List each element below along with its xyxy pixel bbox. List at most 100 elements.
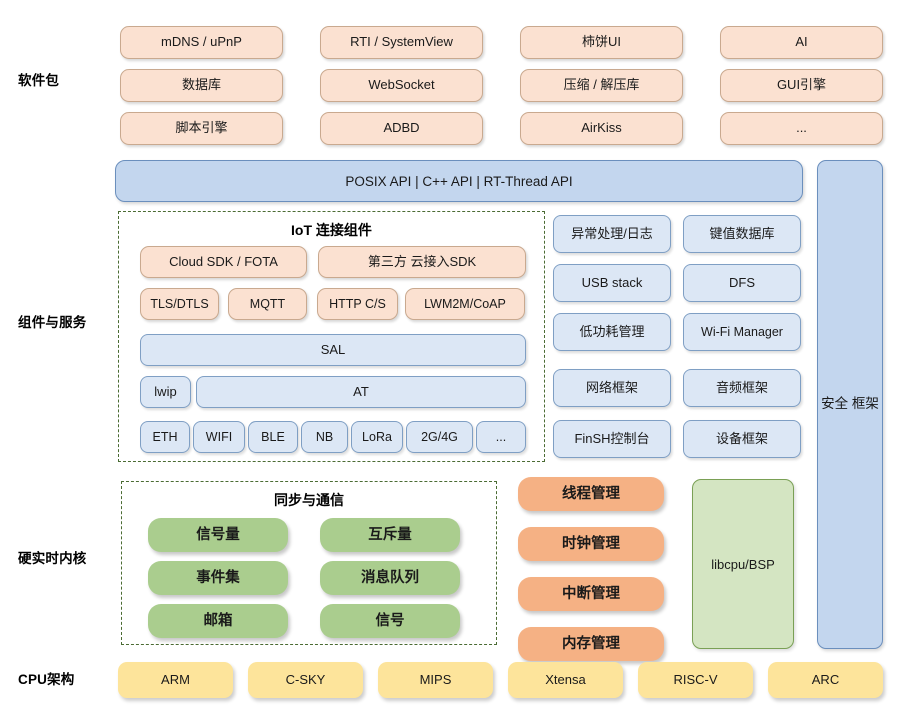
cpu-arch-box[interactable]: C-SKY [248,662,363,698]
kernel-manager-box[interactable]: 线程管理 [518,477,664,511]
box-label: LWM2M/CoAP [424,296,506,311]
api-bar[interactable]: POSIX API | C++ API | RT-Thread API [115,160,803,202]
package-box[interactable]: ADBD [320,112,483,145]
box-label: TLS/DTLS [150,296,209,311]
link-box[interactable]: LoRa [351,421,403,453]
link-box[interactable]: BLE [248,421,298,453]
link-box[interactable]: NB [301,421,348,453]
service-box[interactable]: 异常处理/日志 [553,215,671,253]
lwip-box[interactable]: lwip [140,376,191,408]
box-label: 时钟管理 [562,535,620,552]
service-box[interactable]: USB stack [553,264,671,302]
sal-box[interactable]: SAL [140,334,526,366]
kernel-manager-box[interactable]: 时钟管理 [518,527,664,561]
at-box[interactable]: AT [196,376,526,408]
package-box[interactable]: 脚本引擎 [120,112,283,145]
libcpu-bsp-column[interactable]: libcpu/BSP [692,479,794,649]
cpu-arch-box[interactable]: MIPS [378,662,493,698]
package-label: 数据库 [181,77,221,93]
box-label: MQTT [249,296,286,311]
link-box[interactable]: ... [476,421,526,453]
link-box[interactable]: ETH [140,421,190,453]
iot-protocol-box[interactable]: HTTP C/S [317,288,398,320]
box-label: MIPS [419,671,452,687]
sync-communication-group: 同步与通信 [121,481,497,645]
box-label: 信号 [375,612,405,629]
service-box[interactable]: FinSH控制台 [553,420,671,458]
cpu-arch-box[interactable]: Xtensa [508,662,623,698]
package-box[interactable]: 压缩 / 解压库 [520,69,683,102]
iot-cloud-sdk-box[interactable]: Cloud SDK / FOTA [140,246,307,278]
box-label: BLE [261,429,285,444]
box-label: C-SKY [285,671,326,687]
section-label-text: 组件与服务 [18,315,87,330]
package-label: ADBD [383,120,420,136]
iot-protocol-box[interactable]: TLS/DTLS [140,288,219,320]
link-box[interactable]: WIFI [193,421,245,453]
package-box[interactable]: 柿饼UI [520,26,683,59]
iot-protocol-box[interactable]: LWM2M/CoAP [405,288,525,320]
box-label: 低功耗管理 [579,323,645,339]
box-label: Wi-Fi Manager [701,324,783,339]
box-label: 邮箱 [203,612,233,629]
package-label: mDNS / uPnP [161,34,242,50]
box-label: 消息队列 [361,569,419,586]
section-label-text: 硬实时内核 [18,551,87,566]
box-label: 键值数据库 [709,225,775,241]
kernel-sync-box[interactable]: 信号 [320,604,460,638]
box-label: AT [353,383,369,399]
box-label: NB [315,429,334,444]
box-label: DFS [729,274,755,290]
box-label: 事件集 [196,569,240,586]
package-box[interactable]: AI [720,26,883,59]
section-label-components-services: 组件与服务 [18,310,114,332]
cpu-arch-box[interactable]: RISC-V [638,662,753,698]
package-label: AirKiss [581,120,622,136]
package-box[interactable]: AirKiss [520,112,683,145]
box-label: 内存管理 [562,635,620,652]
service-box[interactable]: Wi-Fi Manager [683,313,801,351]
package-label: AI [795,34,808,50]
service-box[interactable]: 音频框架 [683,369,801,407]
link-box[interactable]: 2G/4G [406,421,473,453]
kernel-sync-box[interactable]: 信号量 [148,518,288,552]
kernel-sync-box[interactable]: 互斥量 [320,518,460,552]
box-label: FinSH控制台 [574,430,650,446]
section-label-hard-realtime-kernel: 硬实时内核 [18,546,114,568]
box-label: 异常处理/日志 [571,225,653,241]
box-label: Cloud SDK / FOTA [169,253,278,269]
cpu-arch-box[interactable]: ARC [768,662,883,698]
kernel-sync-box[interactable]: 邮箱 [148,604,288,638]
service-box[interactable]: DFS [683,264,801,302]
package-box[interactable]: WebSocket [320,69,483,102]
service-box[interactable]: 网络框架 [553,369,671,407]
cpu-arch-box[interactable]: ARM [118,662,233,698]
section-label-cpu-architecture: CPU架构 [18,667,114,689]
iot-protocol-box[interactable]: MQTT [228,288,307,320]
kernel-sync-box[interactable]: 消息队列 [320,561,460,595]
package-label: RTI / SystemView [350,34,453,50]
box-label: 2G/4G [421,429,458,444]
box-label: 第三方 云接入SDK [367,253,477,269]
package-label: GUI引擎 [776,77,827,93]
kernel-manager-box[interactable]: 内存管理 [518,627,664,661]
service-box[interactable]: 低功耗管理 [553,313,671,351]
security-framework-column[interactable]: 安全 框架 [817,160,883,649]
box-label: 线程管理 [562,485,620,502]
box-label: SAL [320,341,346,357]
package-box[interactable]: mDNS / uPnP [120,26,283,59]
package-box[interactable]: GUI引擎 [720,69,883,102]
package-label: WebSocket [368,77,435,93]
package-box[interactable]: RTI / SystemView [320,26,483,59]
box-label: WIFI [205,429,233,444]
package-box[interactable]: 数据库 [120,69,283,102]
box-label: 中断管理 [562,585,620,602]
kernel-sync-box[interactable]: 事件集 [148,561,288,595]
package-box[interactable]: ... [720,112,883,145]
service-box[interactable]: 设备框架 [683,420,801,458]
box-label: LoRa [362,429,392,444]
box-label: ... [495,429,507,444]
kernel-manager-box[interactable]: 中断管理 [518,577,664,611]
iot-third-party-cloud-box[interactable]: 第三方 云接入SDK [318,246,526,278]
service-box[interactable]: 键值数据库 [683,215,801,253]
